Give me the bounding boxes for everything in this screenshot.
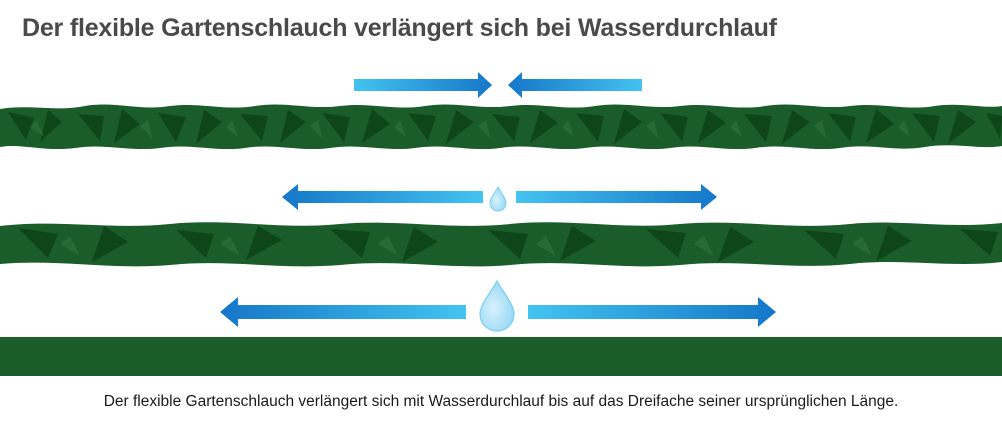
stage2-arrows-outward — [282, 184, 717, 212]
water-drop-small-icon — [489, 185, 507, 212]
arrow-right-icon — [354, 72, 492, 98]
arrow-left-icon — [508, 72, 642, 98]
water-drop-large-icon — [479, 279, 515, 332]
hose-fully-extended — [0, 337, 1002, 376]
arrow-right-icon — [528, 297, 776, 327]
diagram-caption: Der flexible Gartenschlauch verlängert s… — [103, 393, 899, 410]
hose-compressed — [0, 104, 1002, 150]
arrow-right-icon — [516, 184, 717, 210]
stage1-arrows-inward — [354, 72, 642, 98]
hose-partially-extended — [0, 222, 1002, 267]
diagram-title: Der flexible Gartenschlauch verlängert s… — [22, 14, 777, 42]
arrow-left-icon — [220, 297, 466, 327]
stage3-arrows-outward — [220, 279, 776, 332]
arrow-left-icon — [282, 184, 483, 210]
